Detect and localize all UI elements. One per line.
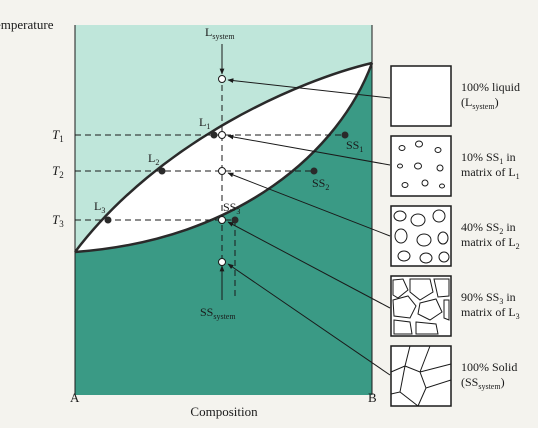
liquidus-curve: [74, 61, 373, 253]
point-l2: [158, 167, 166, 175]
liquid-region: [75, 25, 372, 252]
ss1-label: SS1: [346, 138, 363, 154]
point-ss3: [231, 216, 239, 224]
leader-box4: [227, 221, 391, 309]
leader-box2: [227, 134, 391, 166]
caption-solid: 100% Solid (SSsystem): [461, 360, 520, 391]
t2-label: T2: [52, 163, 64, 180]
x-axis-label: Composition: [190, 404, 258, 419]
leader-box5: [227, 263, 391, 376]
ss2-label: SS2: [312, 176, 329, 192]
open-point-t3: [218, 216, 226, 224]
caption-10pct: 10% SS1 in matrix of L1: [461, 150, 520, 181]
microstructure-box-10pct: [390, 135, 452, 197]
l1-label: L1: [199, 115, 210, 131]
caption-liquid: 100% liquid (Lsystem): [461, 80, 523, 111]
t3-label: T3: [52, 212, 64, 229]
point-l3: [104, 216, 112, 224]
microstructure-box-solid: [390, 345, 452, 407]
caption-40pct: 40% SS2 in matrix of L2: [461, 220, 520, 251]
corner-a-label: A: [70, 390, 80, 405]
l3-label: L3: [94, 199, 105, 215]
l-system-label: Lsystem: [205, 25, 235, 41]
leader-box3: [227, 172, 391, 237]
point-l1: [210, 131, 218, 139]
ss3-label: SS3: [223, 200, 240, 216]
microstructure-box-liquid: [390, 65, 452, 127]
corner-b-label: B: [368, 390, 377, 405]
open-point-liquid: [218, 75, 226, 83]
two-phase-region: [75, 63, 372, 252]
solidus-curve: [74, 62, 374, 254]
microstructure-box-40pct: [390, 205, 452, 267]
open-point-solid: [218, 258, 226, 266]
microstructure-box-90pct: [390, 275, 452, 337]
point-ss2: [310, 167, 318, 175]
y-axis-label: Temperature: [0, 17, 54, 32]
caption-90pct: 90% SS3 in matrix of L3: [461, 290, 520, 321]
ss-system-label: SSsystem: [200, 305, 236, 321]
point-ss1: [341, 131, 349, 139]
open-point-t1: [218, 131, 226, 139]
open-point-t2: [218, 167, 226, 175]
l2-label: L2: [148, 151, 159, 167]
t1-label: T1: [52, 127, 64, 144]
leader-box1: [227, 78, 391, 99]
